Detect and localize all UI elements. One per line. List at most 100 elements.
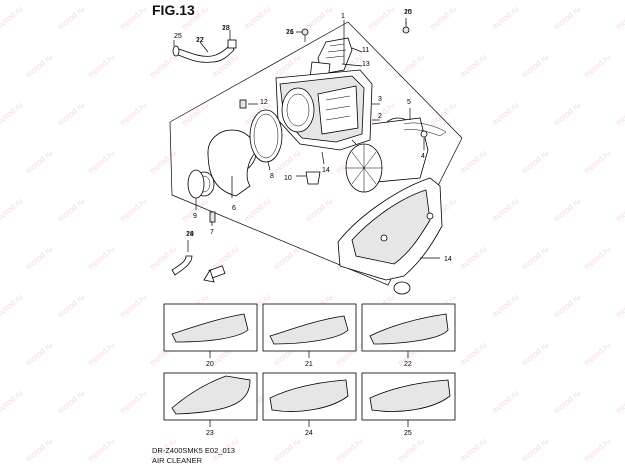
callout-19: 19 bbox=[186, 231, 194, 238]
callout-1: 1 bbox=[341, 13, 345, 20]
watermark-text: motod.ru bbox=[86, 148, 116, 175]
watermark-text: motod.ru bbox=[118, 292, 148, 319]
callout-21: 21 bbox=[286, 29, 294, 36]
screw-7 bbox=[209, 211, 216, 223]
callout-12: 12 bbox=[260, 99, 268, 106]
watermark-text: motod.ru bbox=[86, 340, 116, 367]
watermark-text: motod.ru bbox=[180, 4, 210, 31]
callout-22: 22 bbox=[196, 37, 204, 44]
variation-panels: 20 21 22 23 24 25 bbox=[163, 303, 456, 437]
watermark-text: motod.ru bbox=[614, 4, 625, 31]
watermark-text: motod.ru bbox=[24, 436, 54, 463]
watermark-text: motod.ru bbox=[242, 196, 272, 223]
callout-15: 15 bbox=[404, 9, 412, 16]
panel-label-25: 25 bbox=[404, 430, 412, 437]
retaining-wire bbox=[403, 122, 447, 137]
watermark-text: motod.ru bbox=[490, 100, 520, 127]
panel-label-24: 24 bbox=[305, 430, 313, 437]
watermark-text: motod.ru bbox=[458, 340, 488, 367]
watermark-text: motod.ru bbox=[0, 388, 24, 415]
watermark-text: motod.ru bbox=[56, 292, 86, 319]
drain-plug bbox=[305, 171, 321, 185]
cover-variant-22 bbox=[369, 313, 449, 345]
watermark-text: motod.ru bbox=[614, 388, 625, 415]
watermark-text: motod.ru bbox=[56, 196, 86, 223]
watermark-text: motod.ru bbox=[210, 244, 240, 271]
watermark-text: motod.ru bbox=[552, 100, 582, 127]
panel-label-22: 22 bbox=[404, 361, 412, 368]
callout-14: 14 bbox=[444, 256, 452, 263]
watermark-text: motod.ru bbox=[86, 52, 116, 79]
filter-cage bbox=[345, 143, 383, 193]
callout-2: 2 bbox=[378, 113, 382, 120]
watermark-text: motod.ru bbox=[428, 4, 458, 31]
watermark-text: motod.ru bbox=[458, 436, 488, 463]
watermark-text: motod.ru bbox=[366, 4, 396, 31]
watermark-text: motod.ru bbox=[0, 4, 24, 31]
breather-hose bbox=[172, 39, 237, 63]
watermark-text: motod.ru bbox=[24, 340, 54, 367]
watermark-text: motod.ru bbox=[552, 388, 582, 415]
drain-hose bbox=[171, 255, 193, 276]
callout-10: 10 bbox=[284, 175, 292, 182]
watermark-text: motod.ru bbox=[118, 4, 148, 31]
watermark-text: motod.ru bbox=[396, 436, 426, 463]
cover-variant-24 bbox=[269, 379, 349, 412]
callout-14: 14 bbox=[322, 167, 330, 174]
hose-clamp-9 bbox=[187, 169, 205, 199]
bolt-16 bbox=[301, 28, 309, 42]
fig-title: FIG.13 bbox=[152, 2, 195, 18]
watermark-text: motod.ru bbox=[56, 100, 86, 127]
watermark-text: motod.ru bbox=[242, 4, 272, 31]
callout-4: 4 bbox=[421, 153, 425, 160]
filter-element bbox=[371, 117, 429, 183]
callout-9: 9 bbox=[193, 213, 197, 220]
cover-variant-20 bbox=[171, 313, 249, 343]
watermark-text: motod.ru bbox=[582, 52, 612, 79]
callout-8: 8 bbox=[270, 173, 274, 180]
watermark-text: motod.ru bbox=[272, 436, 302, 463]
watermark-text: motod.ru bbox=[582, 244, 612, 271]
callout-6: 6 bbox=[232, 205, 236, 212]
watermark-text: motod.ru bbox=[582, 340, 612, 367]
watermark-text: motod.ru bbox=[520, 148, 550, 175]
callout-11: 11 bbox=[362, 47, 369, 54]
watermark-text: motod.ru bbox=[458, 244, 488, 271]
diagram-name: AIR CLEANER bbox=[152, 456, 203, 465]
watermark-text: motod.ru bbox=[86, 436, 116, 463]
watermark-text: motod.ru bbox=[428, 100, 458, 127]
bolt-15 bbox=[402, 18, 410, 34]
watermark-text: motod.ru bbox=[614, 196, 625, 223]
watermark-text: motod.ru bbox=[56, 4, 86, 31]
callout-numbers: 1234567891011121314141516171819202122232… bbox=[174, 9, 452, 263]
watermark-text: motod.ru bbox=[552, 4, 582, 31]
watermark-text: motod.ru bbox=[490, 292, 520, 319]
watermark-text: motod.ru bbox=[520, 244, 550, 271]
watermark-text: motod.ru bbox=[490, 388, 520, 415]
watermark-text: motod.ru bbox=[304, 4, 334, 31]
cover-variant-21 bbox=[269, 315, 349, 345]
hose-clamp-8 bbox=[249, 109, 283, 163]
watermark-text: motod.ru bbox=[520, 52, 550, 79]
cover-variant-25 bbox=[369, 379, 451, 412]
watermark-text: motod.ru bbox=[148, 148, 178, 175]
panel-label-20: 20 bbox=[206, 361, 214, 368]
callout-25: 25 bbox=[174, 33, 182, 40]
watermark-text: motod.ru bbox=[24, 52, 54, 79]
callout-17: 17 bbox=[196, 37, 204, 44]
watermark-text: motod.ru bbox=[148, 52, 178, 79]
watermark-text: motod.ru bbox=[458, 148, 488, 175]
diagram-code: DR-Z400SMK5 E02_013 bbox=[152, 446, 235, 455]
panel-label-21: 21 bbox=[305, 361, 313, 368]
callout-3: 3 bbox=[378, 96, 382, 103]
watermark-text: motod.ru bbox=[582, 148, 612, 175]
cover-variant-23 bbox=[171, 375, 251, 415]
callout-24: 24 bbox=[186, 231, 194, 238]
watermark-text: motod.ru bbox=[118, 196, 148, 223]
callout-23: 23 bbox=[222, 25, 230, 32]
watermark-text: motod.ru bbox=[520, 436, 550, 463]
watermark-text: motod.ru bbox=[552, 292, 582, 319]
watermark-text: motod.ru bbox=[582, 436, 612, 463]
watermark-text: motod.ru bbox=[490, 196, 520, 223]
